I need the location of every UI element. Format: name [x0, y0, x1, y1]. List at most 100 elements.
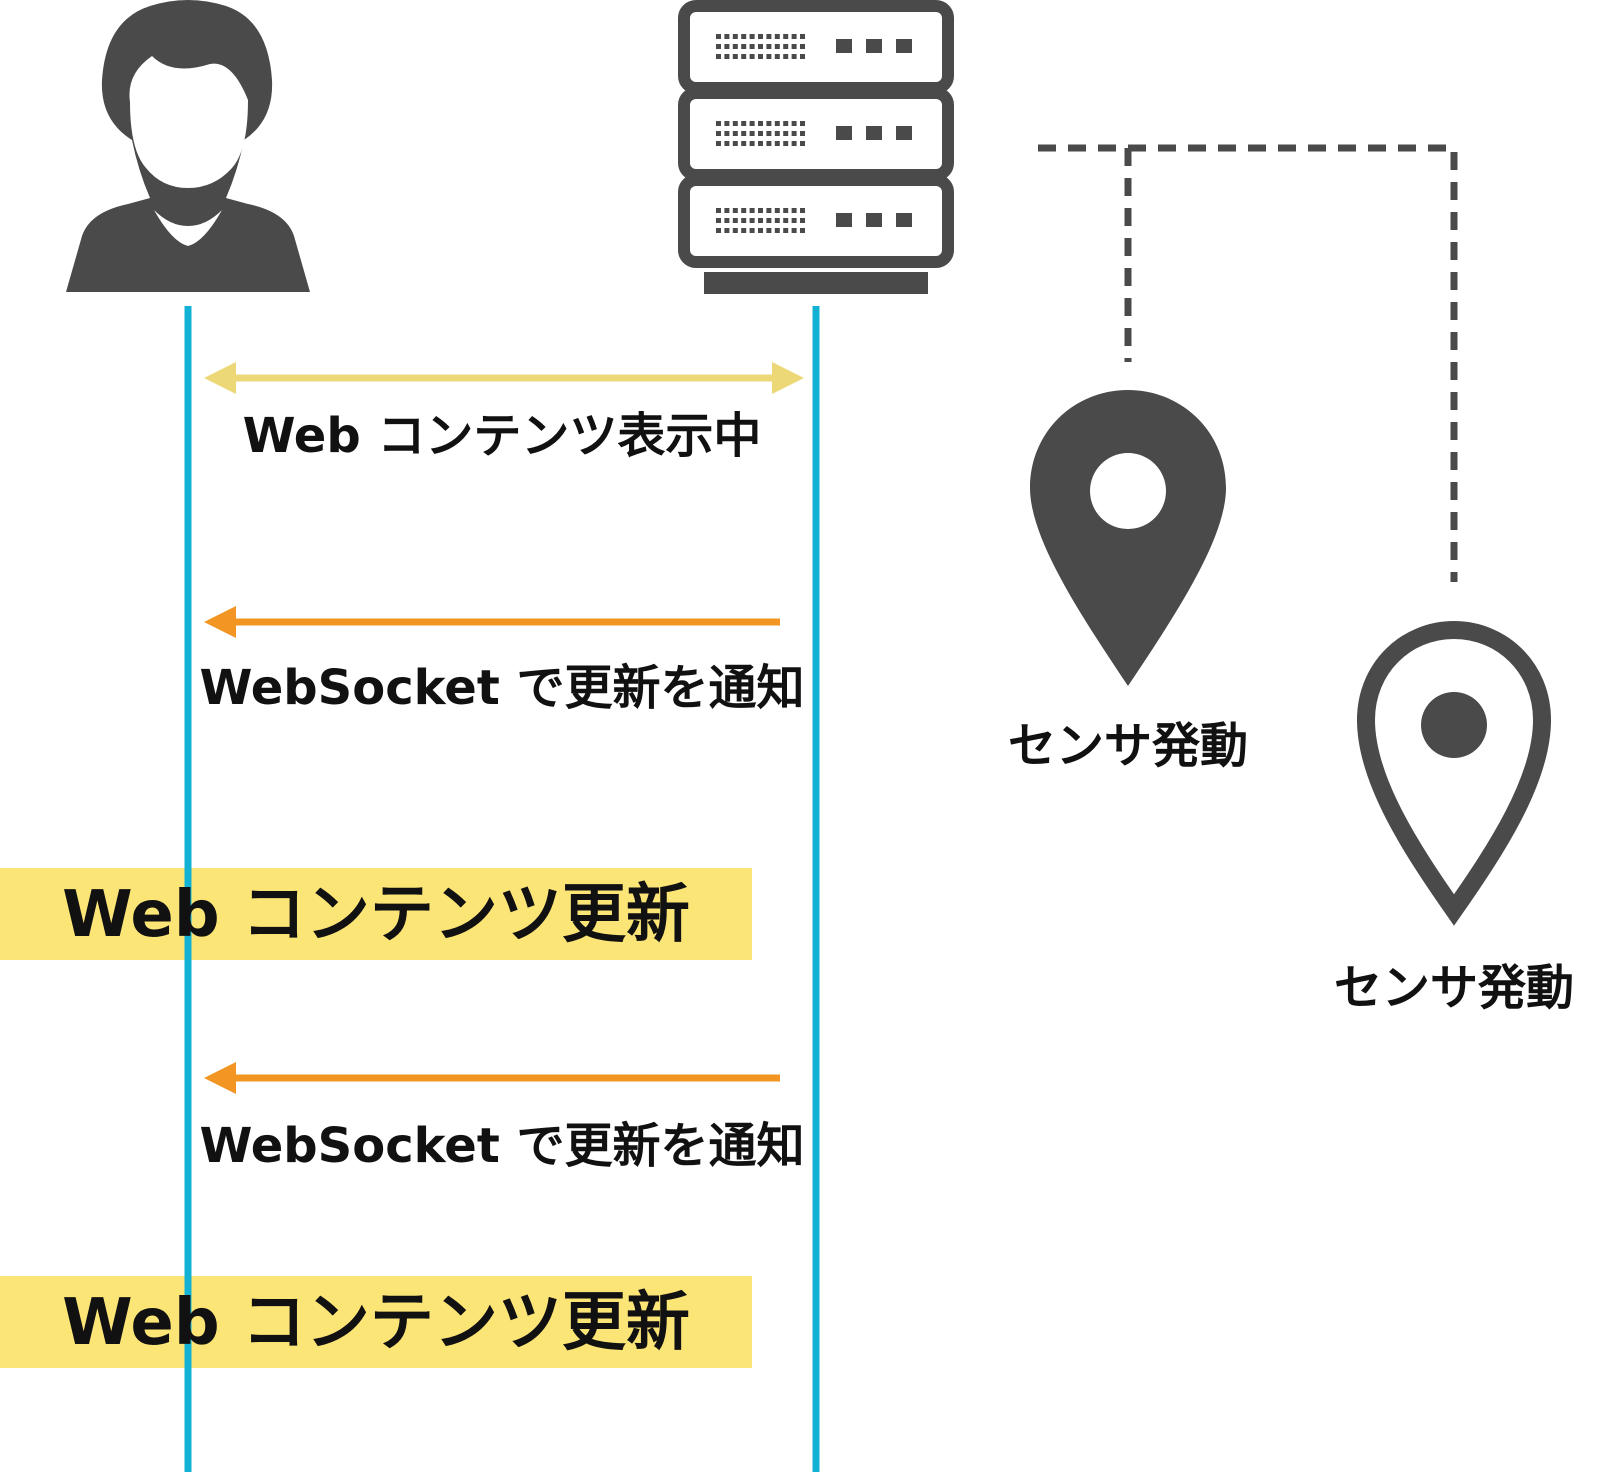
message-arrow-1 — [204, 362, 804, 394]
vent-dot — [791, 131, 797, 136]
vent-dot — [716, 208, 721, 213]
vent-dot — [800, 228, 805, 233]
message-label-1: Web コンテンツ表示中 — [243, 408, 762, 464]
vent-dot — [732, 208, 738, 213]
vent-dot — [749, 131, 755, 136]
vent-dot — [758, 34, 763, 39]
status-light — [896, 126, 912, 140]
vent-dot — [732, 131, 738, 136]
vent-dot — [774, 44, 780, 49]
sensor-label-2: センサ発動 — [1334, 960, 1574, 1016]
vent-dot — [800, 141, 805, 146]
vent-dot — [724, 208, 730, 213]
update-band-2 — [0, 1276, 752, 1368]
vent-dot — [758, 121, 763, 126]
vent-dot — [741, 121, 747, 126]
person-icon — [66, 0, 310, 292]
vent-dot — [800, 131, 805, 136]
server-rack-icon — [678, 0, 954, 294]
vent-dot — [716, 44, 721, 49]
vent-dot — [732, 121, 738, 126]
vent-dot — [774, 54, 780, 59]
vent-dot — [766, 44, 772, 49]
vent-dot — [741, 34, 747, 39]
sensor-label-1: センサ発動 — [1008, 718, 1248, 774]
vent-dot — [758, 131, 763, 136]
vent-dot — [783, 208, 789, 213]
vent-dot — [732, 141, 738, 146]
vent-dot — [774, 131, 780, 136]
vent-dot — [791, 208, 797, 213]
update-label-2: Web コンテンツ更新 — [62, 1286, 690, 1360]
vent-dot — [774, 208, 780, 213]
vent-dot — [741, 208, 747, 213]
vent-dot — [749, 141, 755, 146]
status-light — [866, 39, 882, 53]
vent-dot — [800, 34, 805, 39]
status-light — [866, 126, 882, 140]
vent-dot — [749, 34, 755, 39]
map-pin-outline-icon — [1356, 620, 1552, 926]
vent-dot — [716, 141, 721, 146]
vent-dot — [800, 218, 805, 223]
vent-dot — [732, 228, 738, 233]
vent-dot — [791, 54, 797, 59]
message-label-2: WebSocket で更新を通知 — [200, 660, 805, 716]
message-label-3: WebSocket で更新を通知 — [200, 1118, 805, 1174]
vent-dot — [766, 208, 772, 213]
vent-dot — [716, 228, 721, 233]
vent-dot — [716, 54, 721, 59]
vent-dot — [766, 228, 772, 233]
vent-dot — [741, 141, 747, 146]
vent-dot — [783, 228, 789, 233]
vent-dot — [766, 121, 772, 126]
vent-dot — [783, 44, 789, 49]
update-band-1 — [0, 868, 752, 960]
vent-dot — [791, 34, 797, 39]
vent-dot — [741, 228, 747, 233]
vent-dot — [758, 228, 763, 233]
status-light — [866, 213, 882, 227]
status-light — [836, 126, 852, 140]
vent-dot — [774, 34, 780, 39]
vent-dot — [749, 218, 755, 223]
vent-dot — [724, 228, 730, 233]
vent-dot — [724, 218, 730, 223]
vent-dot — [724, 54, 730, 59]
sensor-connector — [1038, 144, 1458, 582]
message-arrow-2 — [204, 606, 780, 638]
vent-dot — [741, 44, 747, 49]
vent-dot — [732, 218, 738, 223]
vent-dot — [791, 218, 797, 223]
vent-dot — [724, 141, 730, 146]
vent-dot — [716, 218, 721, 223]
vent-dot — [766, 218, 772, 223]
vent-dot — [800, 121, 805, 126]
vent-dot — [783, 54, 789, 59]
vent-dot — [724, 121, 730, 126]
vent-dot — [749, 44, 755, 49]
status-light — [896, 213, 912, 227]
vent-dot — [766, 34, 772, 39]
vent-dot — [766, 54, 772, 59]
vent-dot — [732, 44, 738, 49]
vent-dot — [791, 228, 797, 233]
vent-dot — [716, 131, 721, 136]
vent-dot — [774, 121, 780, 126]
vent-dot — [791, 44, 797, 49]
vent-dot — [749, 121, 755, 126]
vent-dot — [741, 218, 747, 223]
vent-dot — [741, 131, 747, 136]
vent-dot — [800, 44, 805, 49]
vent-dot — [800, 54, 805, 59]
vent-dot — [766, 131, 772, 136]
vent-dot — [774, 228, 780, 233]
update-label-1: Web コンテンツ更新 — [62, 878, 690, 952]
vent-dot — [783, 121, 789, 126]
status-light — [836, 39, 852, 53]
vent-dot — [783, 131, 789, 136]
vent-dot — [749, 54, 755, 59]
vent-dot — [716, 34, 721, 39]
vent-dot — [758, 54, 763, 59]
